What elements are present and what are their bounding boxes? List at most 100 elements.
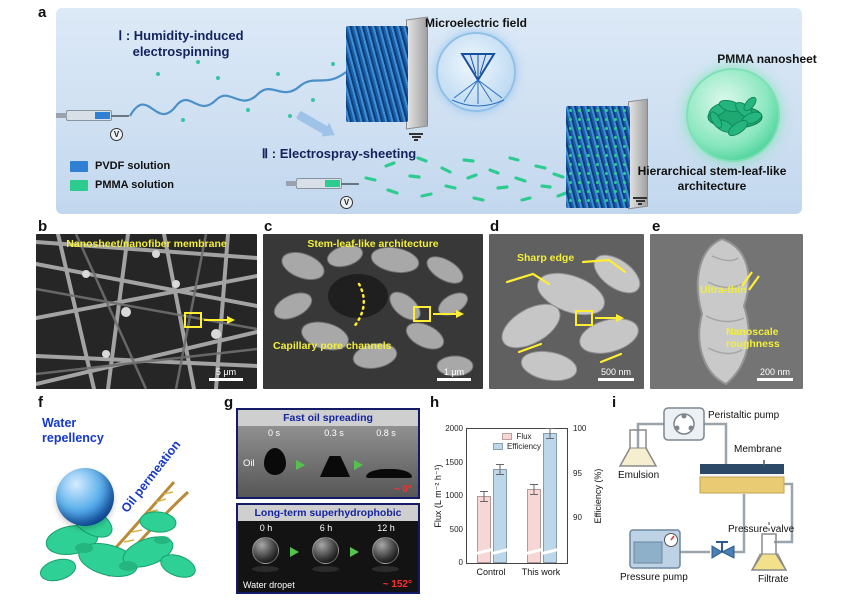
scale-bar-label: 5 μm (215, 367, 237, 377)
error-bar (480, 491, 488, 502)
nanofiber-mat-1 (346, 26, 408, 122)
roi-arrow-icon (595, 313, 624, 322)
drop-reflection (372, 566, 399, 572)
bar-efficiency-control (491, 464, 509, 563)
plot-area (466, 428, 568, 564)
time-label: 0 s (267, 428, 280, 438)
time-label: 0.3 s (324, 428, 344, 438)
scale-bar-label: 1 μm (443, 367, 465, 377)
panel-label-h: h (430, 394, 440, 411)
superhydrophobic-title: Long-term superhydrophobic (238, 505, 418, 521)
arrow-icon (350, 547, 359, 557)
stem-leaf-texture (273, 244, 474, 377)
error-bar (546, 428, 554, 440)
panel-label-d: d (490, 218, 500, 235)
panel-a-schematic: Ⅰ : Humidity-induced electrospinning Ⅱ :… (56, 8, 817, 214)
axis-break-mark (525, 548, 543, 555)
scale-bar: 5 μm (209, 367, 243, 381)
pvdf-label: PVDF solution (95, 160, 171, 172)
nanoscale-roughness-label: Nanoscale roughness (726, 326, 780, 351)
voltage-source-icon: V (340, 196, 353, 209)
scale-bar-line (209, 378, 243, 381)
error-bar (496, 464, 504, 476)
membrane-label: Membrane (734, 444, 782, 455)
y-tick-label: 95 (573, 468, 582, 478)
ground-symbol-1 (408, 132, 424, 142)
water-drop-0h (252, 537, 279, 564)
pmma-swatch (70, 179, 88, 191)
time-label: 0 h (259, 523, 273, 533)
water-droplet (56, 468, 114, 526)
pmma-liquid (325, 180, 340, 187)
x-tick-label: Control (476, 567, 506, 577)
filtration-setup-drawing (618, 407, 794, 571)
legend-item: Efficiency (492, 442, 541, 451)
roi-box (413, 306, 431, 322)
roi-arrow-icon (204, 315, 235, 324)
scale-bar: 200 nm (757, 367, 793, 381)
syringe-needle (341, 183, 359, 185)
panel-label-c: c (264, 218, 273, 235)
pressure-valve-label: Pressure valve (728, 524, 795, 535)
ground-symbol-2 (632, 196, 648, 206)
y-tick-label: 100 (573, 424, 587, 433)
y-tick-label: 0 (458, 558, 463, 567)
oil-spreading-box: Fast oil spreading 0 s 0.3 s 0.8 s Oil ~… (236, 408, 420, 499)
syringe-plunger (56, 113, 67, 118)
roi-arrow-icon (433, 309, 464, 318)
pmma-label: PMMA solution (95, 179, 175, 191)
panel-f-illustration: Water repellency (36, 408, 208, 592)
axis-break-mark (475, 548, 493, 555)
legend-swatch (492, 443, 503, 450)
scale-bar: 1 μm (437, 367, 471, 381)
water-repellency-label: Water repellency (42, 416, 104, 445)
drop-reflection (312, 566, 339, 572)
nanosheet-drawing (707, 96, 763, 137)
oil-spreading-frames: 0 s 0.3 s 0.8 s Oil ~ 0° (238, 426, 418, 497)
bar-efficiency-this-work (541, 428, 559, 563)
microelectric-field-inset (436, 32, 516, 112)
scale-bar: 500 nm (598, 367, 634, 381)
peristaltic-pump-label: Peristaltic pump (708, 410, 780, 421)
panel-label-f: f (38, 394, 43, 411)
roi-box (184, 312, 202, 328)
panel-label-i: i (612, 394, 617, 411)
electrospinning-jet (129, 60, 347, 122)
syringe-pmma (286, 178, 359, 189)
legend-label: Flux (516, 432, 532, 441)
panel-e-sem: Ultra-thin Nanoscale roughness 200 nm (650, 234, 803, 389)
oil-label: Oil (243, 458, 255, 469)
emulsion-label: Emulsion (618, 470, 660, 481)
panel-i-setup-schematic: Peristaltic pump Membrane Emulsion Press… (616, 402, 806, 594)
water-droplet-label: Water dropet (243, 580, 295, 590)
panel-g-photos: Fast oil spreading 0 s 0.3 s 0.8 s Oil ~… (236, 408, 420, 594)
oil-drop-08s (366, 469, 412, 478)
contact-angle-water: ~ 152° (382, 579, 412, 590)
oil-spreading-title: Fast oil spreading (238, 410, 418, 426)
legend-item: Flux (502, 432, 532, 441)
scale-bar-line (437, 378, 471, 381)
pmma-nanosheet-label: PMMA nanosheet (717, 52, 817, 66)
pmma-nanosheet-inset (686, 68, 780, 162)
voltage-source-icon: V (110, 128, 123, 141)
superhydrophobic-box: Long-term superhydrophobic 0 h 6 h 12 h … (236, 503, 420, 594)
panel-d-sem: Sharp edge 500 nm (489, 234, 644, 389)
water-drop-12h (372, 537, 399, 564)
capillary-pore-label: Capillary pore channels (273, 340, 392, 352)
panel-b-title: Nanosheet/nanofiber membrane (66, 238, 227, 250)
collector-plate-1 (406, 16, 428, 130)
panel-b-sem: Nanosheet/nanofiber membrane 5 μm (36, 234, 257, 389)
panel-c-title: Stem-leaf-like architecture (307, 238, 439, 250)
time-label: 0.8 s (376, 428, 396, 438)
architecture-label: Hierarchical stem-leaf-like architecture (637, 164, 787, 193)
drop-reflection (252, 566, 279, 572)
y-axis-label-efficiency: Efficiency (%) (593, 468, 603, 524)
scale-bar-label: 500 nm (600, 367, 632, 377)
step2-label: Ⅱ : Electrospray-sheeting (261, 146, 417, 161)
legend-item-pvdf: PVDF solution (70, 160, 174, 172)
solution-legend: PVDF solution PMMA solution (70, 160, 174, 198)
scale-bar-line (757, 378, 793, 381)
